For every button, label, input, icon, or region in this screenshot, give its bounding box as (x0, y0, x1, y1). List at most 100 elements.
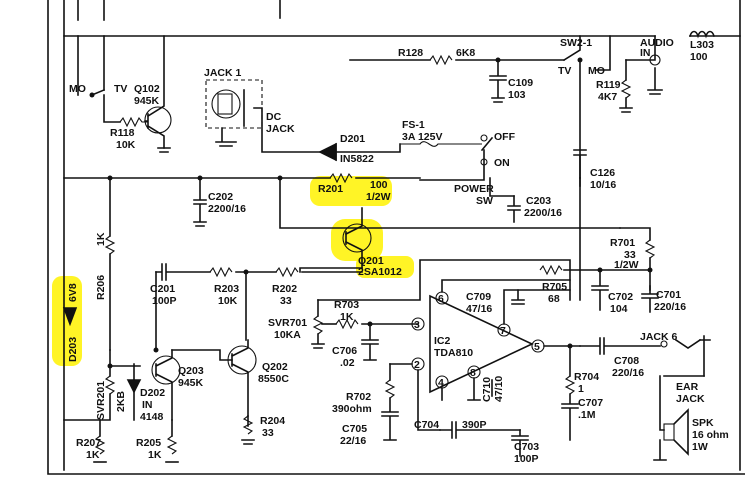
label-spk: SPK (692, 417, 714, 429)
label-r703-val: 1K (340, 311, 354, 323)
label-dc: DC (266, 111, 282, 123)
label-c702-name: C702 (608, 291, 633, 303)
label-c709-val: 47/16 (466, 303, 492, 315)
label-spk-w: 1W (692, 441, 708, 453)
label-r119-name: R119 (596, 79, 621, 91)
label-r704-name: R704 (574, 371, 599, 383)
label-c702-val: 104 (610, 303, 628, 315)
label-r206-val: 1K (95, 232, 107, 246)
label-q202-name: Q202 (262, 361, 288, 373)
label-c703-val: 100P (514, 453, 539, 465)
ic2 (411, 279, 581, 431)
label-q201-name: Q201 (358, 255, 384, 267)
label-q102-part: 945K (134, 95, 160, 107)
label-r204-name: R204 (260, 415, 285, 427)
label-d202-name: D202 (140, 387, 165, 399)
q203-q202-section (63, 339, 257, 463)
label-c201-name: C201 (150, 283, 175, 295)
label-d202-part: IN (142, 399, 153, 411)
label-d201-part: IN5822 (340, 153, 374, 165)
c201-r203-r202 (155, 263, 363, 351)
label-r701-val: 33 (624, 249, 636, 261)
label-c701-name: C701 (656, 289, 681, 301)
label-r201-w: 1/2W (366, 191, 391, 203)
label-r705-val: 68 (548, 293, 560, 305)
q102-section (63, 35, 172, 471)
label-r203-name: R203 (214, 283, 239, 295)
label-mo-left: MO (69, 83, 86, 95)
label-ear: EAR (676, 381, 699, 393)
label-c709-name: C709 (466, 291, 491, 303)
label-c710-name: C710 (481, 377, 493, 402)
label-audio: AUDIO (640, 37, 674, 49)
r206-d203-section (62, 177, 116, 351)
label-pin7: 7 (500, 325, 506, 337)
label-r204-val: 33 (262, 427, 274, 439)
label-l303-name: L303 (690, 39, 714, 51)
r201-row (63, 172, 656, 291)
label-c706-name: C706 (332, 345, 357, 357)
label-c705-name: C705 (342, 423, 367, 435)
label-c201-val: 100P (152, 295, 177, 307)
label-c708-name: C708 (614, 355, 639, 367)
label-fs1: FS-1 (402, 119, 425, 131)
label-c707-val: .1M (578, 409, 596, 421)
label-svr201-val: 2KB (115, 391, 127, 412)
label-d203-val: 6V8 (67, 283, 79, 302)
label-r118-name: R118 (110, 127, 135, 139)
label-tv-sw: TV (558, 65, 571, 77)
label-d201-name: D201 (340, 133, 365, 145)
label-jack1: JACK 1 (204, 67, 242, 79)
label-c707-name: C707 (578, 397, 603, 409)
label-r119-val: 4K7 (598, 91, 617, 103)
label-r701-w: 1/2W (614, 259, 639, 271)
label-r118-val: 10K (116, 139, 136, 151)
label-c704-val: 390P (462, 419, 487, 431)
label-d203-name: D203 (67, 337, 79, 362)
label-c703-name: C703 (514, 441, 539, 453)
label-c202-name: C202 (208, 191, 233, 203)
jack1-section (205, 79, 321, 153)
output-section (561, 335, 711, 461)
label-c202-val: 2200/16 (208, 203, 246, 215)
label-sw21: SW2-1 (560, 37, 592, 49)
q201-label-highlight (356, 256, 414, 278)
label-c109-val: 103 (508, 89, 526, 101)
label-r703-name: R703 (334, 299, 359, 311)
label-tv-left: TV (114, 83, 127, 95)
label-r203-val: 10K (218, 295, 238, 307)
label-dc-jack: JACK (266, 123, 295, 135)
label-on: ON (494, 157, 510, 169)
label-power-sw: SW (476, 195, 493, 207)
label-r702-val: 390ohm (332, 403, 372, 415)
label-ic2-part: TDA810 (434, 347, 473, 359)
q201-highlight (331, 219, 383, 261)
label-r207-name: R207 (76, 437, 101, 449)
label-pin4: 4 (438, 377, 444, 389)
junctions (107, 57, 653, 369)
highlights (52, 176, 414, 366)
label-r202-val: 33 (280, 295, 292, 307)
label-d202-part2: 4148 (140, 411, 164, 423)
frame-wires (47, 0, 745, 475)
label-r702-name: R702 (346, 391, 371, 403)
label-q203-name: Q203 (178, 365, 204, 377)
label-r205-val: 1K (148, 449, 162, 461)
label-svr701-name: SVR701 (268, 317, 307, 329)
label-r207-val: 1K (86, 449, 100, 461)
power-section (318, 134, 521, 223)
label-q203-part: 945K (178, 377, 204, 389)
c126-section (573, 149, 587, 187)
label-r202-name: R202 (272, 283, 297, 295)
label-c701-val: 220/16 (654, 301, 686, 313)
label-pin5: 5 (534, 341, 540, 353)
label-svr701-val: 10KA (274, 329, 301, 341)
label-l303-val: 100 (690, 51, 708, 63)
label-r201-val: 100 (370, 179, 388, 191)
label-pin2: 2 (414, 359, 420, 371)
label-r205-name: R205 (136, 437, 161, 449)
label-c710-val: 47/10 (493, 376, 505, 402)
label-ic2-name: IC2 (434, 335, 451, 347)
d203-highlight (52, 276, 82, 366)
